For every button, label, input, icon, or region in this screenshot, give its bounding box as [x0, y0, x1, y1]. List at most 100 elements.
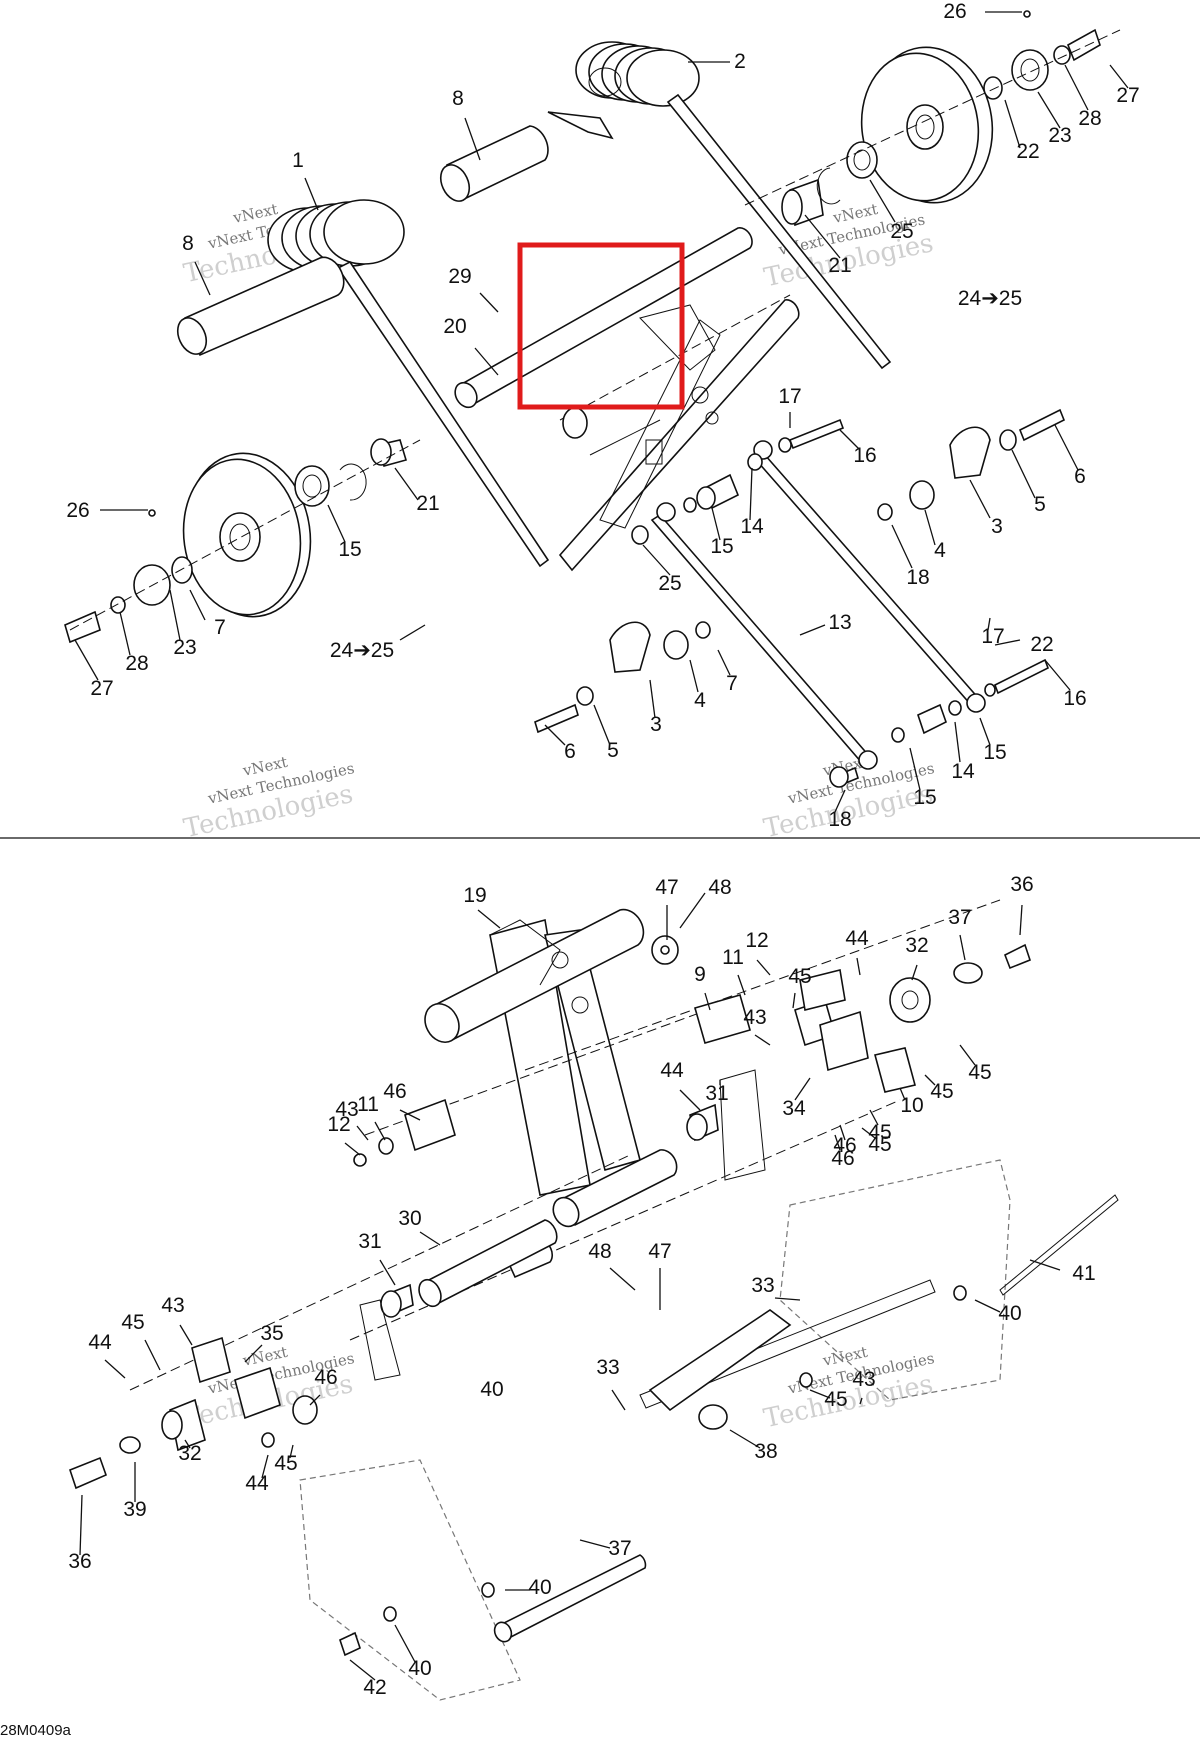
- link-arm-part: [650, 440, 986, 770]
- leader-line: [169, 589, 181, 641]
- part-number-label: 6: [564, 740, 576, 763]
- leader-line: [349, 1659, 376, 1681]
- part-number-label: 18: [906, 566, 929, 589]
- leader-line: [729, 1429, 761, 1449]
- callout-lower-38: 43: [852, 1368, 876, 1405]
- callout-upper-6: 28: [1064, 64, 1102, 130]
- part-number-label: 37: [948, 906, 971, 929]
- hardware-part: [353, 935, 1031, 1318]
- callout-upper-8: 25: [869, 179, 914, 243]
- part-number-label: 17: [778, 385, 801, 408]
- part-number-label: 11: [722, 946, 744, 969]
- callout-upper-19: 21: [394, 467, 440, 515]
- part-number-label: 4: [934, 539, 946, 562]
- callout-lower-16: 10: [899, 1087, 924, 1117]
- part-number-label: 46: [831, 1147, 854, 1170]
- leader-line: [479, 292, 499, 313]
- callout-lower-1: 47: [655, 876, 679, 940]
- part-number-label: 44: [88, 1331, 112, 1354]
- callout-upper-21: 15: [710, 507, 734, 558]
- callout-lower-37: 33: [596, 1356, 626, 1411]
- callout-lower-27: 46: [831, 1134, 855, 1170]
- callout-lower-33: 43: [161, 1294, 193, 1346]
- callout-upper-14: 17: [778, 385, 802, 428]
- part-number-label: 26: [943, 0, 966, 23]
- leader-line: [1064, 64, 1089, 111]
- leader-line: [609, 1267, 636, 1291]
- leader-line: [374, 1121, 386, 1141]
- leader-line: [1109, 64, 1129, 89]
- callout-lower-49: 40: [505, 1576, 552, 1599]
- leader-line: [419, 1231, 441, 1246]
- callout-upper-28: 22: [994, 633, 1054, 656]
- callout-lower-44: 44: [245, 1454, 269, 1495]
- leader-line: [911, 964, 918, 981]
- callout-upper-23: 4: [924, 509, 946, 562]
- callout-lower-41: 45: [809, 1388, 848, 1411]
- leader-line: [309, 1394, 321, 1406]
- leader-line: [144, 1339, 161, 1371]
- part-number-label: 14: [740, 515, 764, 538]
- callout-lower-35: 44: [88, 1331, 126, 1379]
- leader-line: [954, 721, 961, 763]
- leader-line: [834, 1134, 841, 1151]
- part-number-label: 1: [292, 149, 304, 172]
- leader-line: [179, 1324, 193, 1346]
- callout-lower-5: 12: [745, 929, 771, 976]
- highlight-box: [517, 242, 685, 410]
- callout-lower-24: 30: [398, 1207, 441, 1246]
- callout-upper-9: 21: [804, 214, 852, 277]
- part-number-label: 33: [596, 1356, 619, 1379]
- spring-part: [547, 41, 892, 370]
- callout-lower-17: 43: [335, 1098, 369, 1141]
- callout-lower-51: 42: [349, 1659, 387, 1699]
- part-number-label: 30: [398, 1207, 421, 1230]
- leader-line: [754, 1034, 771, 1046]
- leader-line: [261, 1454, 269, 1479]
- part-number-label: 44: [660, 1059, 684, 1082]
- part-number-label: 10: [900, 1094, 923, 1117]
- part-number-label: 25: [658, 572, 681, 595]
- callout-lower-4: 36: [1010, 873, 1034, 936]
- part-number-label: 18: [828, 808, 851, 831]
- leader-line: [959, 1044, 976, 1066]
- lower-assembly: [69, 899, 1119, 1701]
- part-number-label: 32: [178, 1442, 201, 1465]
- callout-lower-21: 12: [327, 1113, 361, 1156]
- part-number-label: 16: [1063, 687, 1086, 710]
- callout-lower-0: 19: [463, 884, 501, 929]
- callout-lower-13: 44: [660, 1059, 701, 1111]
- upper-assembly: [64, 10, 1121, 788]
- axle-line: [524, 899, 1001, 1071]
- callout-lower-20: 34: [782, 1077, 811, 1120]
- callout-lower-32: 40: [974, 1299, 1022, 1325]
- callout-upper-13: 20: [443, 315, 499, 376]
- callout-lower-8: 11: [722, 946, 746, 996]
- part-number-label: 2: [734, 50, 746, 73]
- part-number-label: 48: [588, 1240, 611, 1263]
- spring-part: [267, 199, 550, 568]
- part-number-label: 23: [1048, 124, 1071, 147]
- callout-lower-25: 41: [1029, 1259, 1096, 1285]
- callout-upper-34: 7: [717, 649, 738, 695]
- part-number-label: 28: [1078, 107, 1101, 130]
- leader-line: [861, 1127, 876, 1139]
- callout-lower-18: 45: [924, 1074, 954, 1103]
- leader-line: [1011, 449, 1036, 499]
- callout-lower-39: 46: [309, 1366, 338, 1406]
- drawing-code: 28M0409a: [0, 1722, 72, 1739]
- part-number-label: 15: [983, 741, 1006, 764]
- leader-line: [611, 1389, 626, 1411]
- part-number-label: 27: [1116, 84, 1139, 107]
- part-number-label: 31: [705, 1082, 728, 1105]
- part-number-label: 9: [694, 963, 706, 986]
- part-number-label: 40: [408, 1657, 431, 1680]
- leader-line: [289, 1444, 294, 1459]
- leader-line: [189, 589, 206, 621]
- axle-line: [349, 1099, 901, 1341]
- part-number-label: 40: [528, 1576, 551, 1599]
- leader-line: [792, 992, 796, 1009]
- part-number-label: 44: [245, 1472, 269, 1495]
- leader-line: [839, 429, 861, 451]
